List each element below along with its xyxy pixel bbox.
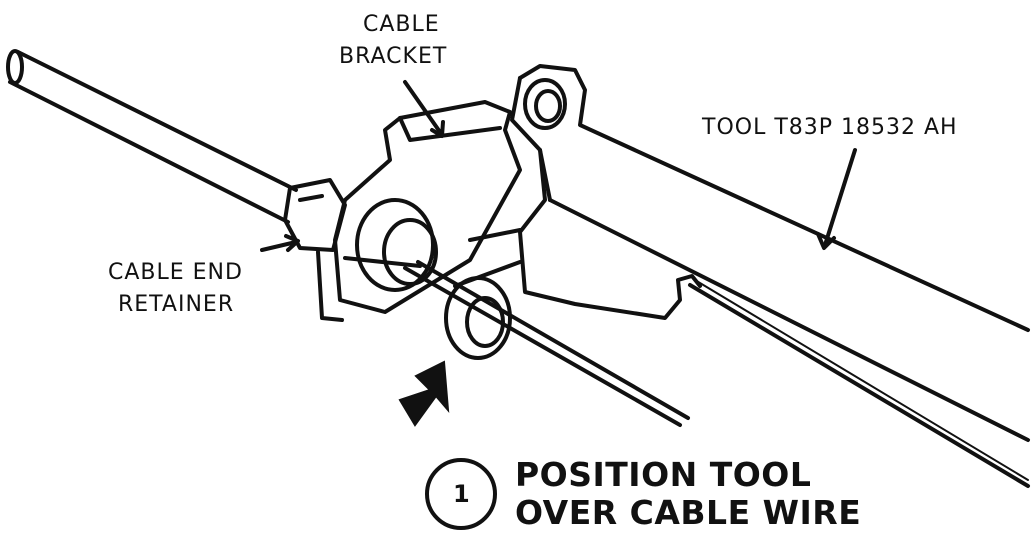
- tool-hook: [444, 260, 522, 360]
- leader-cable-bracket: [403, 80, 445, 138]
- step-text-line2: OVER CABLE WIRE: [515, 493, 862, 532]
- push-arrow: [398, 360, 450, 427]
- label-cable-end-retainer-line2: RETAINER: [118, 292, 235, 317]
- label-cable-bracket-line1: CABLE: [363, 12, 440, 37]
- label-tool: TOOL T83P 18532 AH: [702, 115, 958, 140]
- cable-wire: [403, 260, 1030, 488]
- cable-bracket: [316, 100, 522, 322]
- step-number-circle: [425, 458, 497, 530]
- label-cable-bracket-line2: BRACKET: [339, 44, 448, 69]
- leader-cable-end-retainer: [260, 234, 300, 252]
- cable-housing: [6, 49, 298, 224]
- step-text-line1: POSITION TOOL: [515, 455, 812, 494]
- cable-end-retainer: [283, 178, 347, 252]
- step-number: 1: [453, 480, 471, 508]
- tool-body: [468, 64, 1030, 442]
- leader-tool: [816, 148, 857, 250]
- label-cable-end-retainer-line1: CABLE END: [108, 260, 243, 285]
